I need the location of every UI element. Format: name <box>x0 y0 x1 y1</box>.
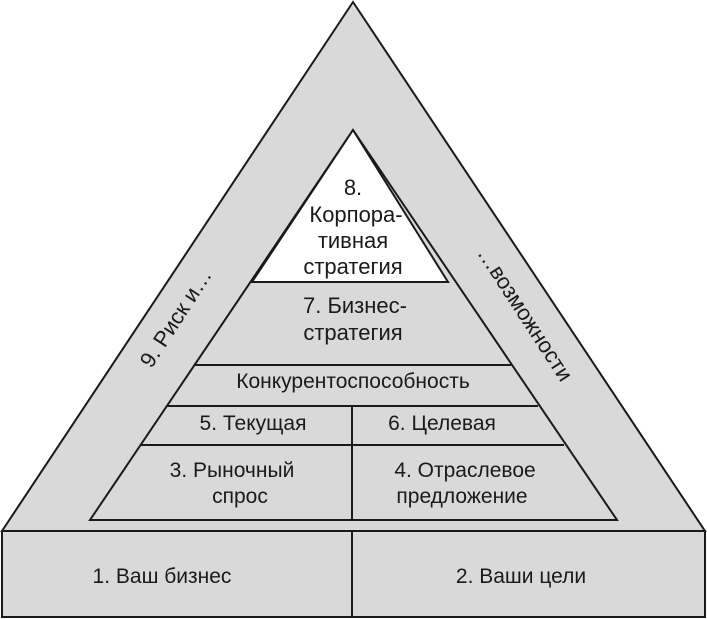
level-3-line2: спрос <box>212 485 268 508</box>
level-8-line3: стратегия <box>303 254 402 279</box>
level-7-line1: 7. Бизнес- <box>303 293 407 318</box>
level-7-line2: стратегия <box>303 320 402 345</box>
level-8-line2: тивная <box>318 228 388 253</box>
inner-triangle <box>88 128 619 521</box>
base-your-goals: 2. Ваши цели <box>456 565 586 588</box>
level-6-target: 6. Целевая <box>388 412 496 435</box>
level-4-line1: 4. Отраслевое <box>394 459 535 482</box>
base-your-business: 1. Ваш бизнес <box>93 565 232 588</box>
level-8-corporate-strategy <box>250 128 450 283</box>
competitiveness-label: Конкурентоспособность <box>236 370 470 393</box>
level-3-line1: 3. Рыночный <box>170 459 295 482</box>
base-box-right <box>351 530 706 618</box>
level-5-current: 5. Текущая <box>200 412 307 435</box>
level-8-number: 8. <box>344 175 362 200</box>
level-4-line2: предложение <box>396 485 527 508</box>
level-8-line1: Корпора- <box>309 202 402 227</box>
